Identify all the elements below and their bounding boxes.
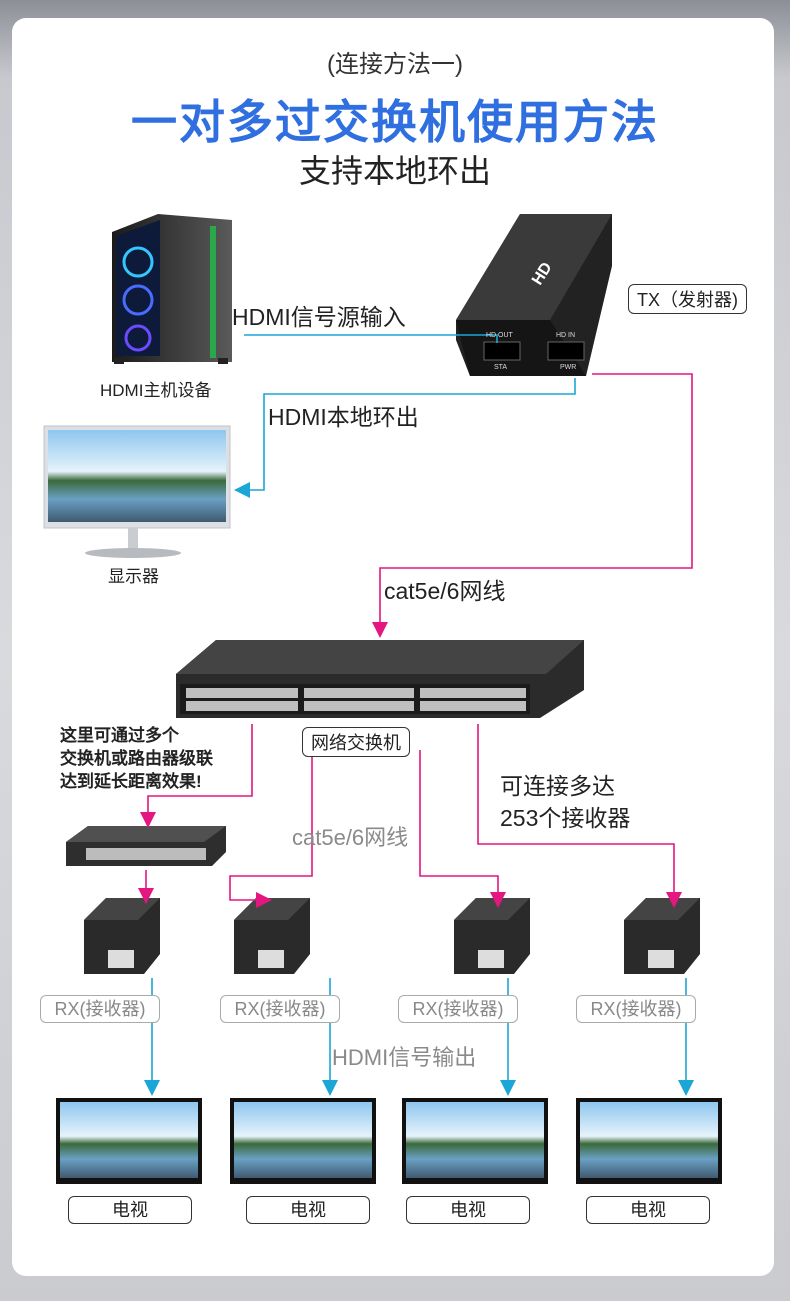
host-label: HDMI主机设备 — [100, 381, 212, 400]
cable-label: cat5e/6网线 — [384, 578, 506, 604]
tx-led-sta: STA — [494, 364, 508, 371]
rx-label-3: RX(接收器) — [398, 995, 518, 1023]
switch-label: 网络交换机 — [302, 727, 410, 757]
tv-icons — [56, 1098, 722, 1184]
tx-led-pwr: PWR — [560, 364, 577, 371]
cable-label-2: cat5e/6网线 — [292, 825, 409, 850]
tv-label-1: 电视 — [68, 1196, 192, 1224]
rx-label-1: RX(接收器) — [40, 995, 160, 1023]
small-switch-icon — [66, 826, 226, 866]
tx-port-hdin: HD IN — [556, 332, 576, 339]
hdmi-output-label: HDMI信号输出 — [332, 1045, 477, 1070]
signal-in-label: HDMI信号源输入 — [232, 304, 406, 330]
monitor-label: 显示器 — [108, 567, 159, 586]
tx-label: TX（发射器) — [628, 284, 747, 314]
tx-port-hdout: HD OUT — [486, 332, 513, 339]
tv-label-3: 电视 — [406, 1196, 530, 1224]
cascade-note: 这里可通过多个 交换机或路由器级联 达到延长距离效果! — [60, 726, 213, 791]
main-title: 一对多过交换机使用方法 — [131, 96, 659, 148]
network-switch-icon — [176, 640, 584, 718]
pc-tower-icon — [112, 214, 232, 364]
subtitle: 支持本地环出 — [298, 153, 491, 189]
rx-label-4: RX(接收器) — [576, 995, 696, 1023]
rx-label-2: RX(接收器) — [220, 995, 340, 1023]
monitor-icon — [43, 425, 231, 558]
tv-label-4: 电视 — [586, 1196, 710, 1224]
method-label: (连接方法一) — [327, 51, 463, 78]
tv-label-2: 电视 — [246, 1196, 370, 1224]
network-lines — [138, 373, 693, 908]
loop-label: HDMI本地环出 — [268, 404, 419, 430]
capacity-label: 可连接多达 253个接收器 — [500, 773, 631, 831]
rx-box-icons — [84, 898, 700, 974]
tx-box-icon: HD — [456, 214, 612, 376]
